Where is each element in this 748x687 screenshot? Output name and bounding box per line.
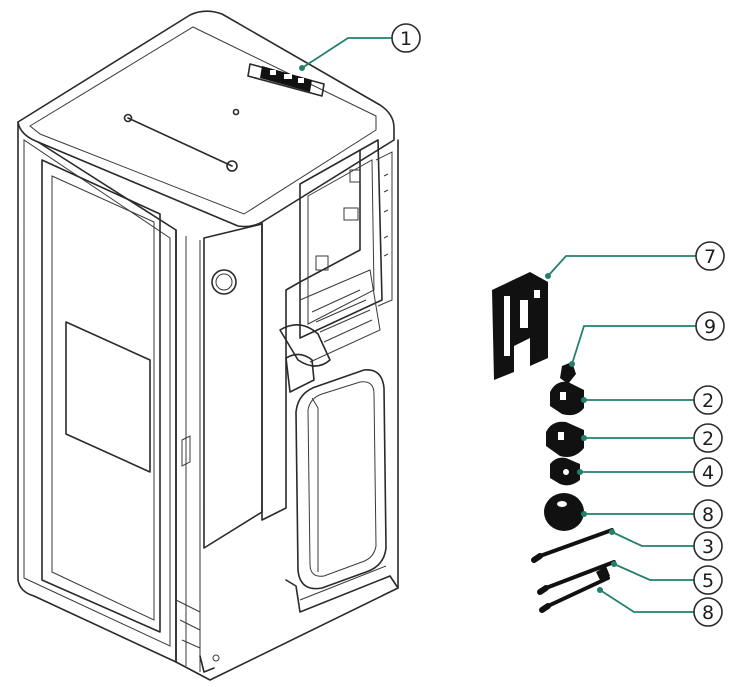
callout-8-lower: 8 <box>693 597 723 627</box>
part-8-cable <box>539 566 610 613</box>
callout-3-label: 3 <box>702 536 714 558</box>
callout-2-lower: 2 <box>693 423 723 453</box>
part-2-lower <box>546 421 584 457</box>
callout-4-label: 4 <box>702 462 714 484</box>
callout-5-label: 5 <box>702 570 714 592</box>
callout-4: 4 <box>693 457 723 487</box>
callout-7: 7 <box>695 241 725 271</box>
callouts: 1 7 9 2 2 4 8 3 <box>391 23 725 627</box>
cabinet-top-lid <box>17 10 395 228</box>
callout-3: 3 <box>693 531 723 561</box>
callout-2-upper: 2 <box>693 385 723 415</box>
part-7-bracket <box>492 272 548 380</box>
spare-parts-group <box>492 272 616 613</box>
cabinet-front-door <box>17 121 177 663</box>
callout-8-upper-label: 8 <box>702 504 714 526</box>
control-panel-display <box>247 63 325 97</box>
stove-cabinet-drawing <box>17 10 399 681</box>
part-2-upper <box>550 381 584 416</box>
callout-1: 1 <box>391 23 421 53</box>
callout-8-upper: 8 <box>693 499 723 529</box>
part-4 <box>550 457 580 486</box>
leader-lines <box>299 37 696 613</box>
part-3-cable <box>531 528 614 563</box>
callout-2-lower-label: 2 <box>702 428 714 450</box>
callout-1-label: 1 <box>400 28 412 50</box>
callout-9-label: 9 <box>704 316 716 338</box>
part-5-cable <box>537 560 616 595</box>
pellet-hopper <box>295 369 387 590</box>
callout-8-lower-label: 8 <box>702 602 714 624</box>
callout-5: 5 <box>693 565 723 595</box>
callout-9: 9 <box>695 311 725 341</box>
part-8-knob <box>544 493 584 531</box>
callout-7-label: 7 <box>704 246 716 268</box>
part-9-clip <box>560 362 576 384</box>
callout-2-upper-label: 2 <box>702 390 714 412</box>
